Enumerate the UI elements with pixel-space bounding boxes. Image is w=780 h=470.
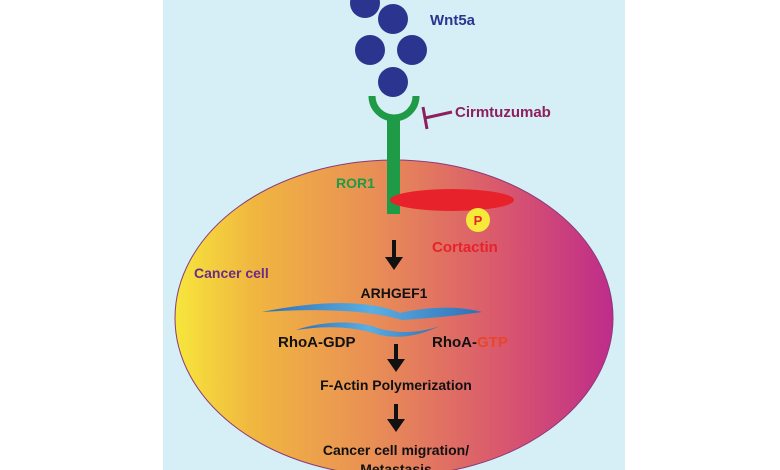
cortactin-shape [390, 189, 514, 211]
arhgef1-label: ARHGEF1 [361, 285, 428, 301]
wnt5a-circle [350, 0, 380, 18]
migration-label-line1: Cancer cell migration/ [323, 442, 469, 458]
migration-label-line2: Metastasis [360, 461, 432, 470]
inhibitor-line [424, 110, 453, 120]
wnt5a-circle [355, 35, 385, 65]
cirmtuzumab-label: Cirmtuzumab [455, 104, 551, 121]
cortactin-label: Cortactin [432, 239, 498, 256]
inhibitor-bar [421, 106, 429, 130]
rhoa-gtp-label: RhoA-GTP [432, 334, 508, 351]
wnt5a-circle [378, 4, 408, 34]
actin-label: F-Actin Polymerization [320, 377, 472, 393]
rhoa-gtp-suffix: GTP [477, 334, 508, 351]
phospho-badge [466, 208, 490, 232]
cirmtuzumab-inhibitor [421, 106, 453, 130]
arrow-down-3 [387, 404, 405, 432]
arrow-down-2 [387, 344, 405, 372]
wnt5a-circle [378, 67, 408, 97]
arrow-down-1 [385, 240, 403, 270]
swoosh-lower [296, 322, 440, 337]
swoosh-upper [262, 303, 482, 320]
wnt5a-ligand [350, 0, 427, 97]
ror1-label: ROR1 [336, 175, 375, 191]
wnt5a-label: Wnt5a [430, 12, 476, 29]
exchange-arrows [262, 303, 482, 337]
rhoa-gtp-prefix: RhoA- [432, 334, 477, 351]
phospho-label: P [474, 213, 483, 228]
ror1-receptor [368, 95, 420, 214]
receptor-stem [387, 116, 400, 214]
cancer-cell-label: Cancer cell [194, 265, 269, 281]
rhoa-gdp-label: RhoA-GDP [278, 334, 356, 351]
wnt5a-circle [397, 35, 427, 65]
